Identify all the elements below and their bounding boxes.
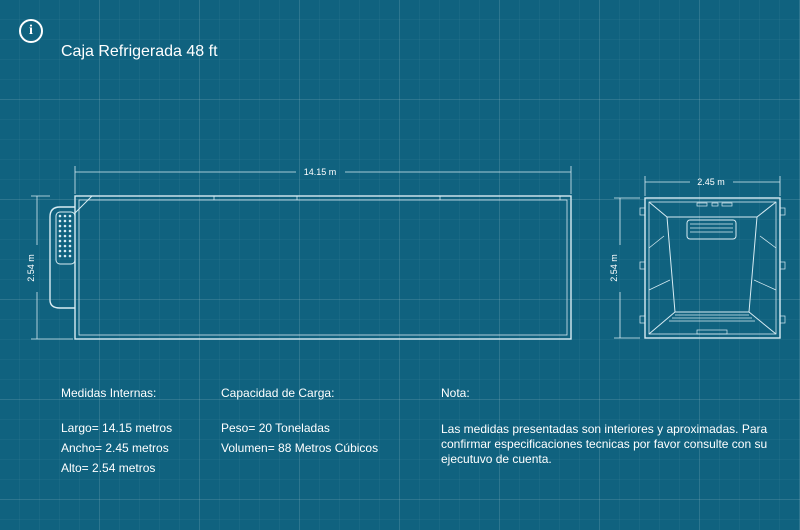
side-length-label: 14.15 m <box>304 167 337 177</box>
reefer-unit <box>49 206 76 309</box>
weight-spec: Peso= 20 Toneladas <box>221 421 330 435</box>
page-title: Caja Refrigerada 48 ft <box>61 43 218 60</box>
side-length-dimension <box>74 166 572 194</box>
length-spec: Largo= 14.15 metros <box>61 421 173 435</box>
side-view-trailer-box <box>74 195 572 340</box>
load-capacity-section: Capacidad de Carga: Peso= 20 Toneladas V… <box>221 387 378 462</box>
rear-width-label: 2.45 m <box>697 177 725 187</box>
rear-width-dimension <box>644 176 781 196</box>
height-spec: Alto= 2.54 metros <box>61 461 156 475</box>
volume-spec: Volumen= 88 Metros Cúbicos <box>221 441 379 455</box>
internal-measures-heading: Medidas Internas: <box>61 386 157 400</box>
rear-height-label: 2.54 m <box>609 254 619 282</box>
note-heading: Nota: <box>441 386 470 400</box>
reefer-grille <box>58 214 72 258</box>
rear-height-dimension <box>614 197 640 339</box>
note-section: Nota: Las medidas presentadas son interi… <box>441 387 771 467</box>
side-height-dimension <box>31 195 73 340</box>
note-text: Las medidas presentadas son interiores y… <box>441 422 768 466</box>
load-capacity-heading: Capacidad de Carga: <box>221 386 335 400</box>
internal-measures-section: Medidas Internas: Largo= 14.15 metros An… <box>61 387 172 482</box>
width-spec: Ancho= 2.45 metros <box>61 441 169 455</box>
side-height-label: 2.54 m <box>26 254 36 282</box>
info-icon[interactable]: i <box>19 19 43 43</box>
rear-view-cargo-box <box>639 197 786 339</box>
